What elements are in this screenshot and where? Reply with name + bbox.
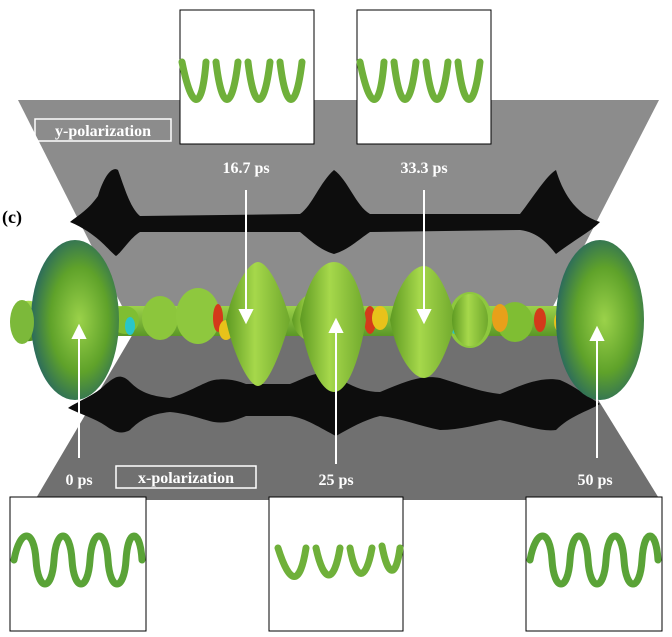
inset-bottom-middle (268, 496, 404, 632)
x-polarization-label: x-polarization (138, 470, 234, 487)
y-polarization-label: y-polarization (55, 123, 151, 140)
helix-icon (526, 532, 662, 588)
time-arrows (71, 190, 605, 464)
helix-icon (356, 58, 484, 103)
pulse-end-disks (10, 240, 644, 400)
x-shadow-projection (68, 373, 600, 436)
y-polarization-label-box (34, 118, 172, 142)
inset-bottom-right (525, 496, 663, 632)
time-label-50ps: 50 ps (577, 472, 612, 489)
helix-icon (274, 542, 404, 580)
time-label-0ps: 0 ps (65, 472, 92, 489)
helix-icon (178, 58, 306, 103)
x-polarization-label-box (115, 465, 257, 489)
inset-top-right (356, 9, 492, 145)
y-shadow-projection (70, 169, 600, 256)
inset-bottom-left (9, 496, 147, 632)
time-label-16-7ps: 16.7 ps (222, 160, 269, 177)
inset-top-left (178, 9, 315, 145)
helix-icon (10, 532, 146, 588)
time-label-33-3ps: 33.3 ps (400, 160, 447, 177)
time-label-25ps: 25 ps (318, 472, 353, 489)
panel-label: (c) (2, 207, 22, 228)
